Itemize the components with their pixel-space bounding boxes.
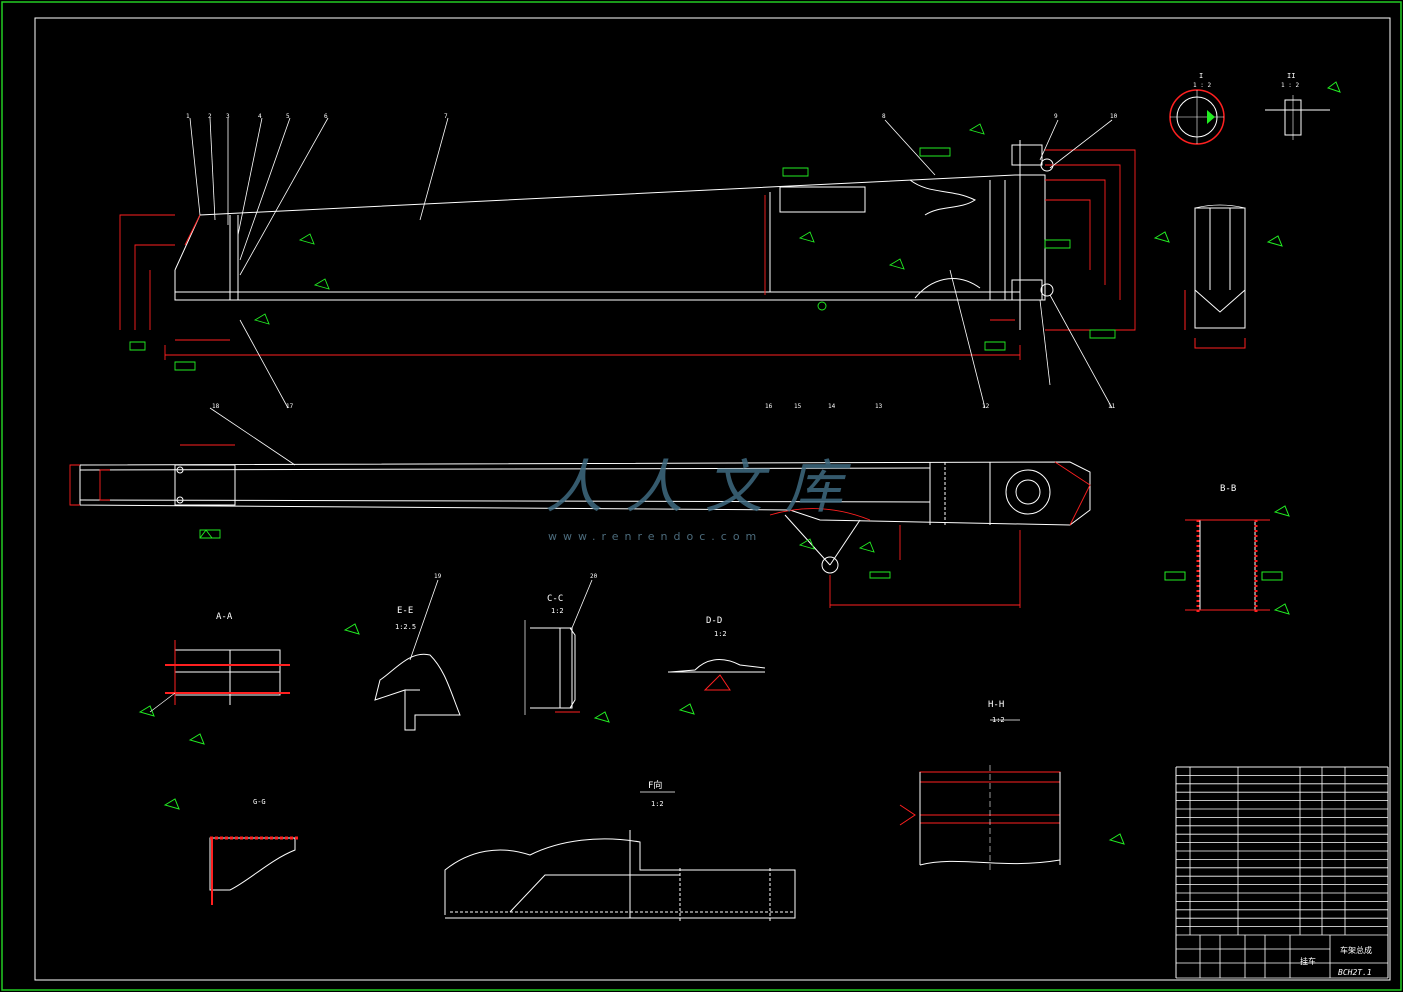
- balloon-label: 12: [982, 403, 990, 410]
- section-d-label: D-D: [706, 616, 723, 626]
- section-d-view: [668, 659, 766, 715]
- plan-view-symbols: [199, 529, 891, 579]
- section-e-scale: 1:2.5: [395, 623, 417, 631]
- section-a-label: A-A: [216, 612, 233, 622]
- detail-ii-scale: 1 : 2: [1281, 82, 1300, 89]
- main-side-leaders: [189, 117, 1113, 409]
- balloon-label: 15: [794, 403, 802, 410]
- balloon-label: 13: [875, 403, 883, 410]
- section-h-scale: 1:2: [992, 716, 1005, 724]
- balloon-label: 17: [286, 403, 294, 410]
- main-side-symbols: [129, 123, 1116, 371]
- balloon-label: 9: [1054, 113, 1058, 120]
- detail-i-view: [1169, 89, 1225, 145]
- view-f: [444, 791, 796, 922]
- drawing-border: [34, 17, 1391, 981]
- end-view: [1153, 204, 1283, 349]
- balloon-label: 7: [444, 113, 448, 120]
- section-c-view: [524, 579, 610, 723]
- section-b-view: [1164, 505, 1290, 615]
- balloon-label: 8: [882, 113, 886, 120]
- view-f-scale: 1:2: [651, 800, 664, 808]
- balloon-label: 20: [590, 573, 598, 580]
- detail-ii-label: II: [1287, 72, 1296, 80]
- section-g-label: G-G: [253, 798, 266, 806]
- section-b-label: B-B: [1220, 484, 1237, 494]
- plan-view-dimensions: [69, 444, 1091, 608]
- section-h-view: [899, 719, 1125, 870]
- section-e-view: [343, 579, 461, 731]
- balloon-label: 3: [226, 113, 230, 120]
- title-block-drawing-no: BCH2T.1: [1338, 968, 1372, 977]
- balloon-label: 14: [828, 403, 836, 410]
- balloon-label: 5: [286, 113, 290, 120]
- detail-ii-view: [1265, 81, 1341, 140]
- section-g-view: [163, 798, 300, 905]
- balloon-label: 1: [186, 113, 190, 120]
- balloon-label: 16: [765, 403, 773, 410]
- title-block-name-left: 挂车: [1300, 957, 1316, 966]
- main-side-view: [174, 140, 1054, 330]
- section-h-label: H-H: [988, 700, 1005, 710]
- section-c-label: C-C: [547, 594, 564, 604]
- title-block-name-right: 车架总成: [1340, 946, 1372, 955]
- balloon-label: 6: [324, 113, 328, 120]
- balloon-label: 18: [212, 403, 220, 410]
- section-e-label: E-E: [397, 606, 414, 616]
- balloon-label: 2: [208, 113, 212, 120]
- view-f-label: F向: [648, 781, 663, 791]
- title-block: [1175, 766, 1389, 979]
- watermark-url: www.renrendoc.com: [548, 530, 763, 543]
- balloon-label: 11: [1108, 403, 1116, 410]
- balloon-label: 4: [258, 113, 262, 120]
- section-c-scale: 1:2: [551, 607, 564, 615]
- balloon-label: 10: [1110, 113, 1118, 120]
- main-side-dimensions: [119, 149, 1136, 360]
- detail-i-label: I: [1199, 72, 1204, 80]
- balloon-label: 19: [434, 573, 442, 580]
- detail-i-scale: 1 : 2: [1193, 82, 1212, 89]
- plan-view: [79, 407, 1091, 574]
- watermark-logo: 人人文库: [545, 453, 866, 521]
- section-d-scale: 1:2: [714, 630, 727, 638]
- section-a-view: [138, 640, 290, 745]
